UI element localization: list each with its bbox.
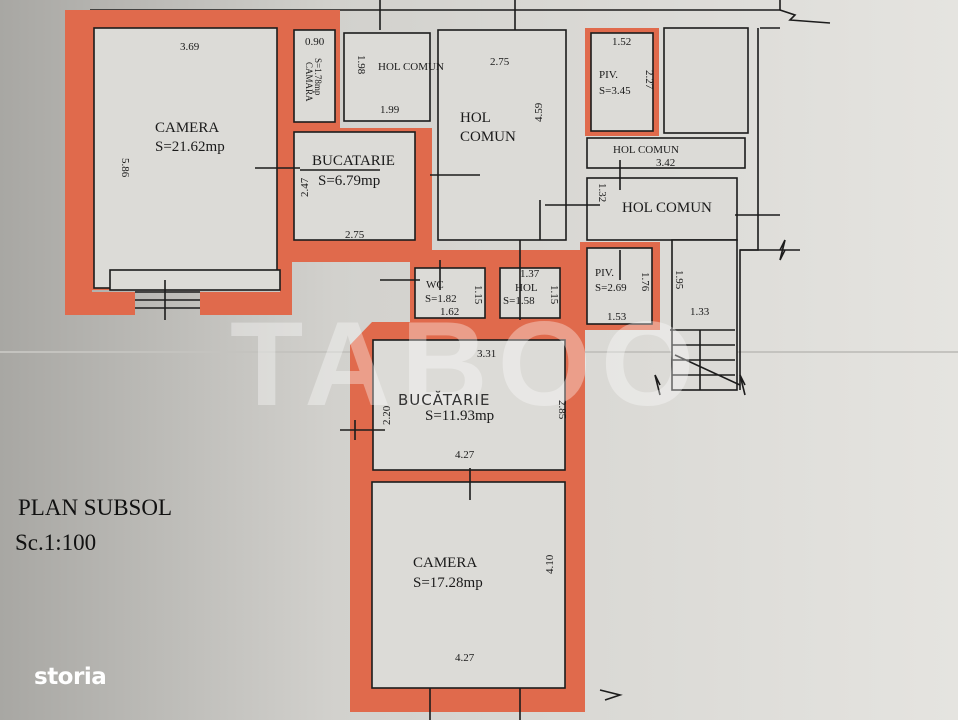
room-hol-comun-big [437, 29, 567, 241]
piv2-area: S=2.69 [595, 282, 627, 294]
watermark: TABOO [230, 297, 704, 431]
hol-comun-right-length: 1.32 [596, 183, 608, 202]
hol-comun-small-width: 1.99 [380, 104, 400, 116]
bucatarie1-width: 2.75 [345, 229, 365, 241]
camera1-width: 3.69 [180, 41, 200, 53]
hol-comun-strip-width: 3.42 [656, 157, 675, 169]
room-storage [663, 27, 749, 134]
camera1-area: S=21.62mp [155, 139, 225, 155]
piv2-name: PIV. [595, 267, 614, 279]
room-stairs [671, 239, 738, 391]
hol-name: HOL [515, 282, 538, 294]
camara-width: 0.90 [305, 36, 325, 48]
bucatarie2-length-right: 2.85 [556, 400, 568, 420]
camara-area: S=1.78mp [313, 58, 323, 96]
bucatarie2-length-left: 2.20 [381, 405, 393, 425]
bucatarie2-area: S=11.93mp [425, 408, 494, 424]
camara-name: CAMARA [304, 62, 314, 102]
piv2-length: 1.76 [639, 272, 651, 292]
camera2-name: CAMERA [413, 555, 477, 571]
camera1-length: 5.86 [119, 158, 131, 178]
camera2-width: 4.27 [455, 652, 475, 664]
room-labels: 3.69 5.86 CAMERA S=21.62mp 0.90 CAMARA S… [119, 36, 712, 664]
bucatarie1-name: BUCATARIE [312, 153, 395, 169]
stairs-width: 1.33 [690, 306, 710, 318]
hol-comun-small-length: 1.98 [355, 55, 367, 75]
wc-length: 1.15 [472, 285, 484, 305]
piv1-width: 1.52 [612, 36, 631, 48]
piv1-area: S=3.45 [599, 85, 631, 97]
camera2-area: S=17.28mp [413, 575, 483, 591]
piv1-length: 2.27 [643, 70, 655, 90]
hol-comun-big-width: 2.75 [490, 56, 510, 68]
hol-comun-right-name: HOL COMUN [622, 200, 712, 216]
camera2-length: 4.10 [544, 554, 556, 574]
camera1-name: CAMERA [155, 120, 219, 136]
wc-name: WC [426, 279, 444, 291]
rooms [93, 27, 749, 689]
hol-width: 1.37 [520, 268, 540, 280]
hol-comun-big-name-1: HOL [460, 110, 491, 126]
wc-area: S=1.82 [425, 293, 457, 305]
room-hol [499, 267, 561, 319]
openings [135, 0, 780, 720]
hol-comun-big-length: 4.59 [533, 102, 545, 122]
room-hol-comun-right [586, 177, 738, 241]
bucatarie1-length: 2.47 [299, 177, 311, 197]
room-hol-comun-strip [586, 137, 746, 169]
piv1-name: PIV. [599, 69, 618, 81]
hol-length: 1.15 [548, 285, 560, 305]
room-wc [414, 267, 486, 319]
piv2-width: 1.53 [607, 311, 627, 323]
room-bucatarie-1 [293, 131, 416, 241]
bucatarie2-name-handwritten: BUCĂTARIE [398, 390, 490, 409]
room-camara [293, 29, 336, 123]
bucatarie2-width-top: 3.31 [477, 348, 496, 360]
hol-area: S=1.58 [503, 295, 535, 307]
hol-comun-strip-name: HOL COMUN [613, 144, 679, 156]
room-bucatarie-2 [372, 339, 566, 471]
hol-comun-big-name-2: COMUN [460, 129, 516, 145]
plan-title: PLAN SUBSOL [18, 495, 172, 520]
stairs-length: 1.95 [673, 270, 685, 290]
room-camera-1 [93, 27, 278, 289]
storia-logo: storia [34, 664, 107, 690]
wc-width: 1.62 [440, 306, 459, 318]
bucatarie1-area: S=6.79mp [318, 173, 380, 189]
hol-comun-small-name: HOL COMUN [378, 61, 444, 73]
bucatarie2-width-bottom: 4.27 [455, 449, 475, 461]
room-camera-2 [371, 481, 566, 689]
room-hol-comun-small [343, 32, 431, 122]
room-piv-1 [590, 32, 654, 132]
plan-scale: Sc.1:100 [15, 530, 96, 555]
